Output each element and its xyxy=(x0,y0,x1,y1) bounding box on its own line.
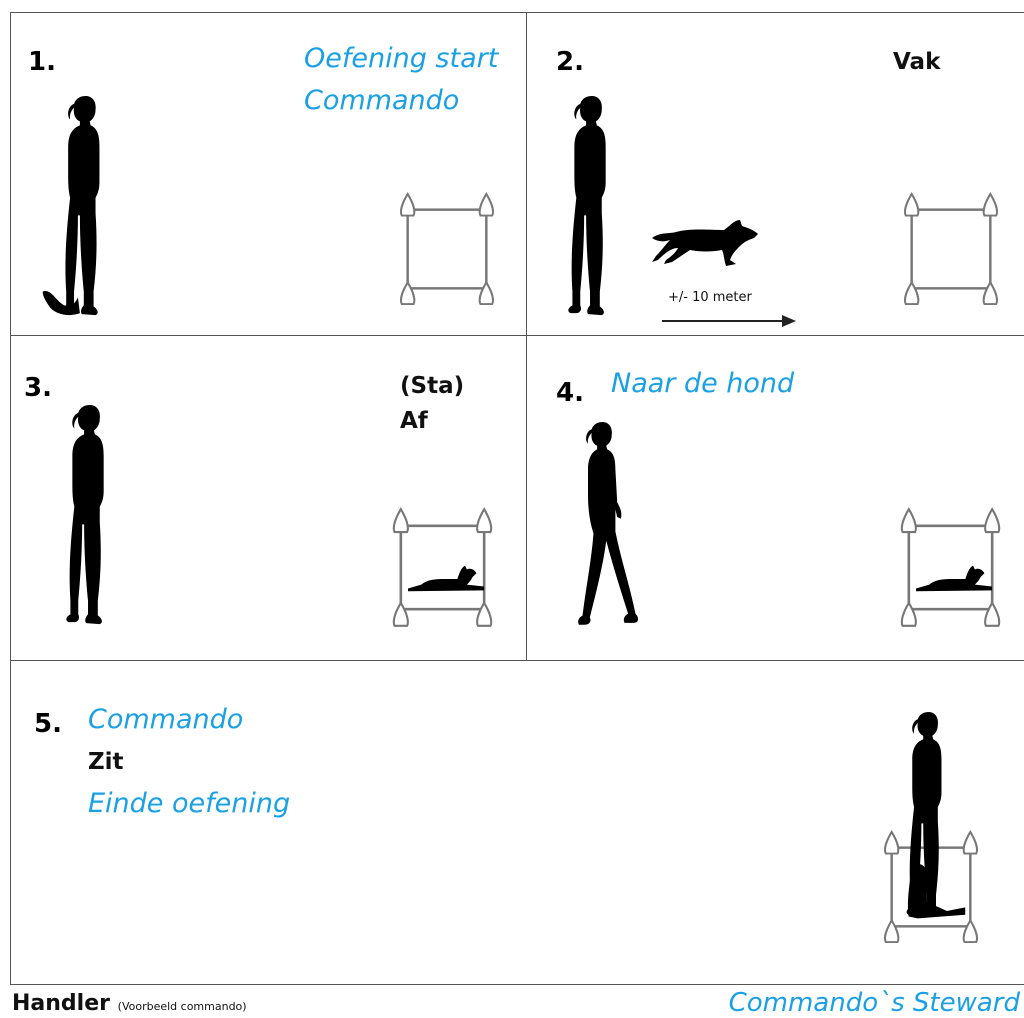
command-zit: Zit xyxy=(88,749,124,775)
exercise-grid xyxy=(10,12,1024,985)
step-number-3: 3. xyxy=(24,373,52,403)
handler-label: Handler xyxy=(12,991,110,1016)
command-af: Af xyxy=(400,408,428,434)
target-box xyxy=(388,190,506,308)
step-number-1: 1. xyxy=(28,47,56,77)
walking-handler-silhouette xyxy=(578,422,639,625)
lying-dog xyxy=(916,563,992,593)
direction-arrow xyxy=(662,315,796,327)
command-naar-de-hond: Naar de hond xyxy=(611,368,795,399)
command-commando: Commando xyxy=(88,704,244,735)
lying-dog xyxy=(408,563,484,593)
distance-label: +/- 10 meter xyxy=(668,290,752,305)
divider-row-1 xyxy=(10,335,1024,336)
command-einde-oefening: Einde oefening xyxy=(88,788,291,819)
step-number-4: 4. xyxy=(556,378,584,408)
command-commando: Commando xyxy=(304,85,460,116)
command-oefening-start: Oefening start xyxy=(304,43,499,74)
handler-with-sitting-dog-silhouette xyxy=(906,712,966,919)
divider-col xyxy=(526,12,527,660)
handler-silhouette xyxy=(42,96,100,316)
step-number-5: 5. xyxy=(34,709,62,739)
handler-silhouette xyxy=(66,405,104,625)
divider-row-2 xyxy=(10,660,1024,661)
command-sta: (Sta) xyxy=(400,373,465,399)
running-dog xyxy=(650,218,760,268)
handler-silhouette xyxy=(568,96,606,316)
handler-legend: Handler (Voorbeeld commando) xyxy=(12,991,247,1016)
command-vak: Vak xyxy=(893,49,941,75)
handler-note: (Voorbeeld commando) xyxy=(117,1000,247,1013)
step-number-2: 2. xyxy=(556,47,584,77)
target-box xyxy=(892,190,1010,308)
steward-legend: Commando`s Steward xyxy=(728,988,1020,1018)
